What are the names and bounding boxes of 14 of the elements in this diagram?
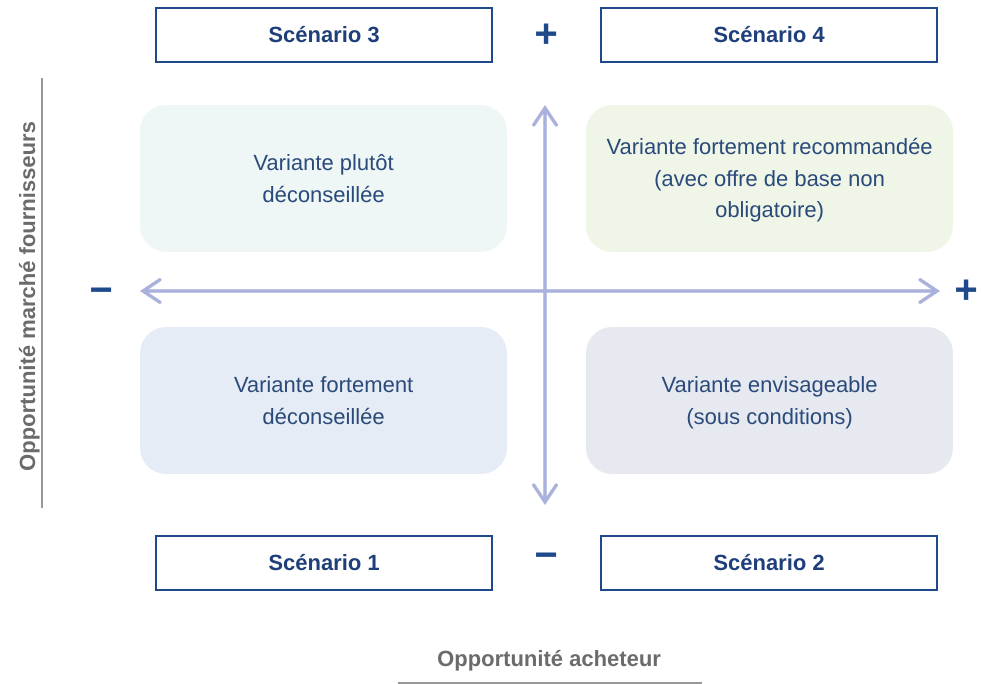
quadrant-box: Variante plutôt déconseillée bbox=[140, 105, 507, 252]
quadrant-box: Variante fortement recommandée (avec offre de base non obligatoire) bbox=[586, 105, 953, 252]
axis-title: Opportunité acheteur bbox=[437, 646, 661, 672]
minus-sign: − bbox=[534, 535, 558, 575]
scenario-box: Scénario 2 bbox=[600, 535, 938, 591]
quadrant-box: Variante fortement déconseillée bbox=[140, 327, 507, 474]
minus-sign: − bbox=[89, 270, 113, 310]
axis-title: Opportunité marché fournisseurs bbox=[15, 121, 41, 471]
plus-sign: + bbox=[534, 14, 558, 54]
scenario-box: Scénario 1 bbox=[155, 535, 493, 591]
scenario-box: Scénario 4 bbox=[600, 7, 938, 63]
plus-sign: + bbox=[954, 270, 978, 310]
scenario-box: Scénario 3 bbox=[155, 7, 493, 63]
quadrant-box: Variante envisageable (sous conditions) bbox=[586, 327, 953, 474]
